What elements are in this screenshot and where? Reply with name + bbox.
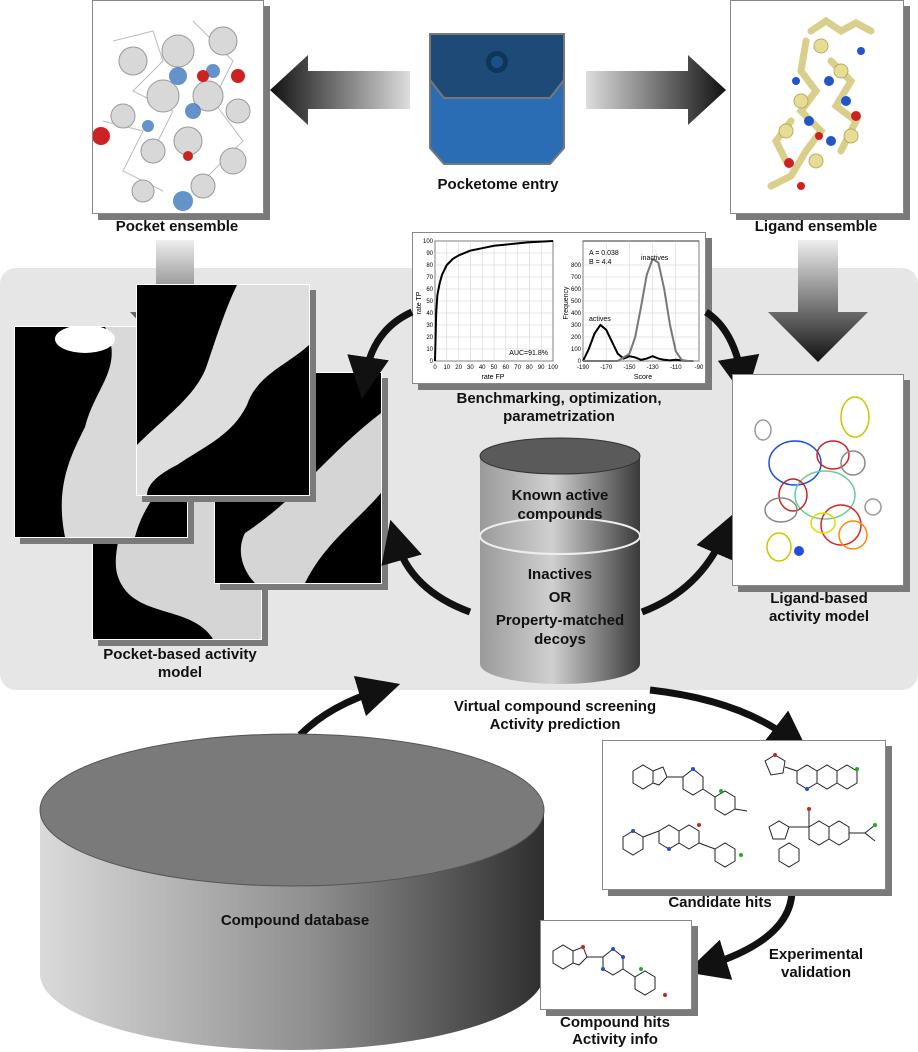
hist-actives-label: actives — [589, 316, 611, 323]
x-tick-label: -190 — [577, 365, 590, 371]
x-tick-label: -110 — [670, 365, 682, 371]
compound-database-label: Compound database — [220, 912, 370, 929]
x-tick-label: 80 — [526, 365, 533, 371]
y-tick-label: 40 — [426, 311, 433, 317]
x-tick-label: 0 — [433, 365, 437, 371]
y-tick-label: 10 — [426, 347, 433, 353]
series-line-inactives — [583, 257, 694, 362]
x-tick-label: -150 — [623, 365, 636, 371]
activity-info-label: Activity info — [572, 1031, 658, 1048]
x-tick-label: 60 — [502, 365, 509, 371]
candidate-hits-image — [602, 740, 886, 890]
x-tick-label: 100 — [548, 365, 559, 371]
known-active-text: Known active compounds — [511, 487, 609, 523]
ligand-model-image — [732, 374, 904, 586]
x-tick-label: 20 — [455, 365, 462, 371]
arrow-to-pocket — [270, 55, 410, 125]
y-tick-label: 20 — [426, 335, 433, 341]
folder-icon — [424, 28, 570, 170]
x-tick-label: 70 — [514, 365, 521, 371]
or-text: OR — [548, 589, 572, 606]
hist-param-a: A = 0.038 — [589, 250, 619, 257]
y-tick-label: 500 — [571, 299, 582, 305]
y-tick-label: 0 — [430, 359, 434, 365]
hist-xlabel: Score — [634, 374, 652, 381]
arrow-down-ligand — [768, 240, 868, 362]
y-tick-label: 700 — [571, 275, 582, 281]
x-tick-label: 10 — [443, 365, 450, 371]
virtual-screening-label: Virtual compound screening — [453, 698, 657, 715]
y-tick-label: 100 — [423, 239, 434, 245]
y-tick-label: 400 — [571, 311, 582, 317]
experimental-validation-label: Experimental validation — [768, 946, 864, 981]
pocket-surface-image-4 — [136, 284, 310, 496]
y-tick-label: 100 — [571, 347, 582, 353]
y-tick-label: 80 — [426, 263, 433, 269]
hist-ylabel: Frequency — [563, 286, 570, 320]
compound-hits-image — [540, 920, 692, 1010]
compound-hits-label: Compound hits — [560, 1014, 670, 1031]
decoys-text: Property-matched decoys — [495, 612, 625, 648]
known-actives-cylinder — [479, 437, 641, 684]
pocketome-entry-label: Pocketome entry — [437, 176, 559, 193]
y-tick-label: 50 — [426, 299, 433, 305]
y-tick-label: 300 — [571, 323, 582, 329]
pocket-model-label: Pocket-based activity model — [103, 646, 257, 681]
histogram-chart: -190 -170 -150 -130 -110 -90 0 100 200 300 400 500 6… — [563, 240, 704, 381]
y-tick-label: 600 — [571, 287, 582, 293]
x-tick-label: 40 — [479, 365, 486, 371]
compound-database-cylinder — [39, 733, 545, 1050]
x-tick-label: 30 — [467, 365, 474, 371]
arrow-to-ligand — [586, 55, 726, 125]
hist-inactives-label: inactives — [641, 255, 669, 262]
roc-auc: AUC=91.8% — [509, 350, 548, 357]
roc-ylabel: rate TP — [416, 291, 423, 314]
series-line-actives — [582, 323, 694, 362]
benchmarking-label: Benchmarking, optimization, parametrizat… — [456, 390, 662, 425]
pocket-ensemble-image — [92, 0, 264, 214]
y-tick-label: 30 — [426, 323, 433, 329]
x-tick-label: 50 — [491, 365, 498, 371]
x-tick-label: -130 — [647, 365, 660, 371]
series-line-roc — [434, 240, 554, 362]
hist-param-b: B = 4.4 — [589, 259, 611, 266]
candidate-hits-label: Candidate hits — [668, 894, 772, 911]
y-tick-label: 70 — [426, 275, 433, 281]
y-tick-label: 0 — [578, 359, 582, 365]
inactives-text: Inactives — [527, 566, 593, 583]
x-tick-label: -170 — [600, 365, 613, 371]
ligand-ensemble-label: Ligand ensemble — [754, 218, 878, 235]
y-tick-label: 200 — [571, 335, 582, 341]
activity-prediction-label: Activity prediction — [489, 716, 621, 733]
roc-xlabel: rate FP — [482, 374, 505, 381]
y-tick-label: 800 — [571, 263, 582, 269]
y-tick-label: 90 — [426, 251, 433, 257]
pocket-ensemble-label: Pocket ensemble — [115, 218, 239, 235]
x-tick-label: 90 — [538, 365, 545, 371]
x-tick-label: -90 — [695, 365, 704, 371]
ligand-model-label: Ligand-based activity model — [768, 590, 870, 625]
ligand-ensemble-image — [730, 0, 904, 214]
y-tick-label: 60 — [426, 287, 433, 293]
